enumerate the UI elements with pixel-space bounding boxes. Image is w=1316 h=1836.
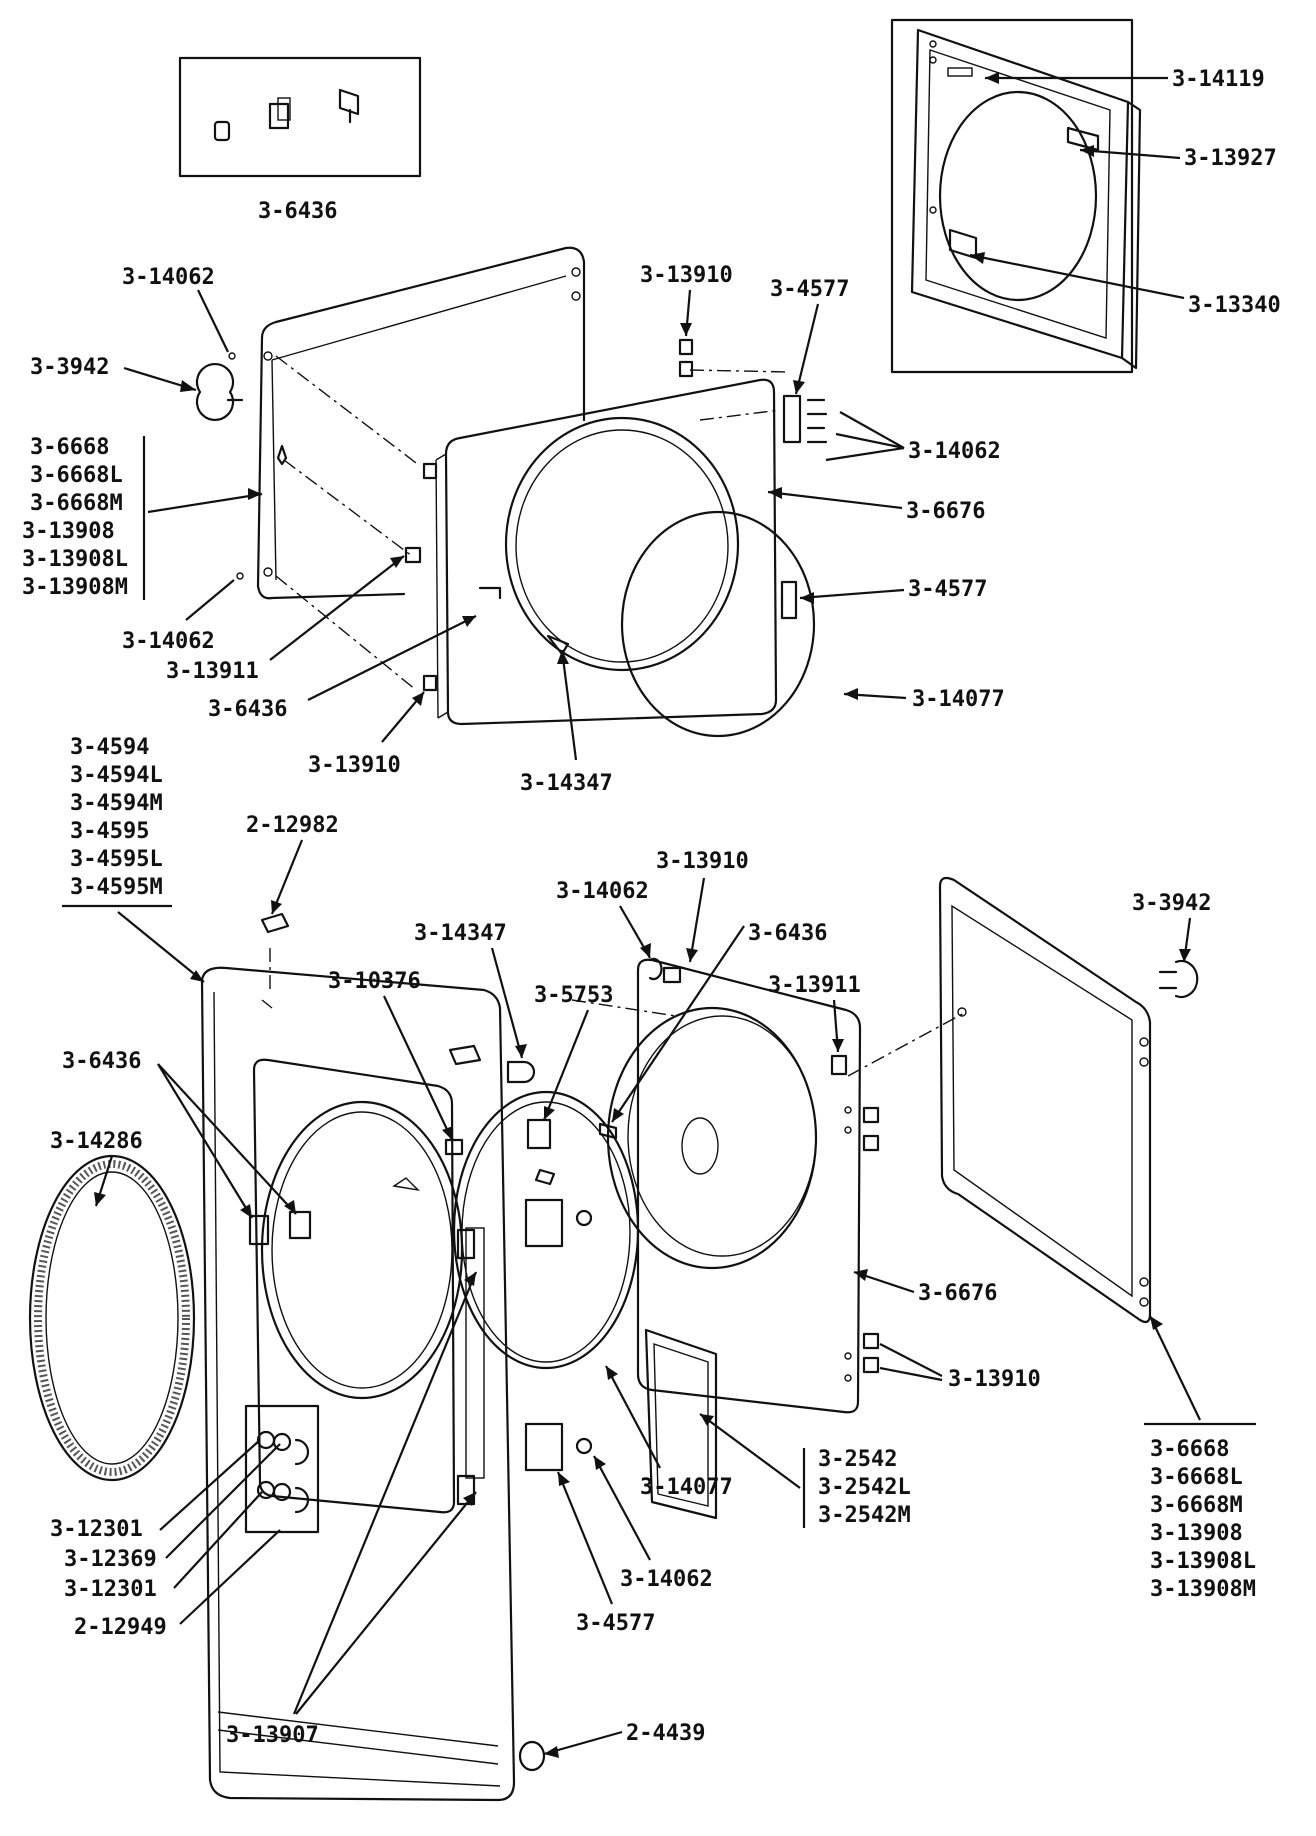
lower-access-cover xyxy=(644,1328,718,1520)
upper-hardware xyxy=(195,338,828,692)
label-lower-14062-bottom: 3-14062 xyxy=(620,1567,713,1592)
label-upper-3942: 3-3942 xyxy=(30,355,109,380)
label-upper-13910-top: 3-13910 xyxy=(640,263,733,288)
upper-door-panel xyxy=(435,378,778,726)
label-lower-panel-group-5: 3-13908M xyxy=(1150,1577,1256,1602)
label-lower-13910-top: 3-13910 xyxy=(656,849,749,874)
label-lower-group-4: 3-4595L xyxy=(70,847,163,872)
label-upper-6676: 3-6676 xyxy=(906,499,985,524)
label-lower-panel-group-1: 3-6668L xyxy=(1150,1465,1243,1490)
label-upper-group-3: 3-13908 xyxy=(22,519,115,544)
label-lower-2542-1: 3-2542L xyxy=(818,1475,911,1500)
label-upper-14062-a: 3-14062 xyxy=(122,265,215,290)
label-lower-14286: 3-14286 xyxy=(50,1129,143,1154)
label-lower-6676: 3-6676 xyxy=(918,1281,997,1306)
label-upper-14077: 3-14077 xyxy=(912,687,1005,712)
label-lower-group-5: 3-4595M xyxy=(70,875,163,900)
lower-panel-part-group: 3-6668 3-6668L 3-6668M 3-13908 3-13908L … xyxy=(1144,1422,1256,1602)
label-lower-3942: 3-3942 xyxy=(1132,891,1211,916)
label-lower-12301-a: 3-12301 xyxy=(50,1517,143,1542)
label-lower-12301-b: 3-12301 xyxy=(64,1577,157,1602)
label-lower-6436-mid: 3-6436 xyxy=(748,921,827,946)
label-lower-12982: 2-12982 xyxy=(246,813,339,838)
label-lower-14062-top: 3-14062 xyxy=(556,879,649,904)
clip-part-icon xyxy=(213,88,360,142)
label-upper-14062-b: 3-14062 xyxy=(122,629,215,654)
label-lower-2542-0: 3-2542 xyxy=(818,1447,897,1472)
rear-panel-inset xyxy=(890,18,1142,374)
label-upper-4577-top: 3-4577 xyxy=(770,277,849,302)
label-lower-10376: 3-10376 xyxy=(328,969,421,994)
lower-inner-ring xyxy=(452,1090,640,1370)
label-inset-14119: 3-14119 xyxy=(1172,67,1265,92)
upper-rear-panel xyxy=(256,246,586,600)
label-upper-group-4: 3-13908L xyxy=(22,547,128,572)
label-lower-12949: 2-12949 xyxy=(74,1615,167,1640)
label-upper-group-1: 3-6668L xyxy=(30,463,123,488)
label-upper-14347: 3-14347 xyxy=(520,771,613,796)
label-lower-6436-left: 3-6436 xyxy=(62,1049,141,1074)
label-upper-6436: 3-6436 xyxy=(208,697,287,722)
clip-kit-inset xyxy=(178,56,422,178)
lower-door-gasket xyxy=(28,1154,196,1482)
lower-front-part-group: 3-4594 3-4594L 3-4594M 3-4595 3-4595L 3-… xyxy=(62,735,172,908)
lower-door-panel xyxy=(606,958,862,1414)
label-lower-group-2: 3-4594M xyxy=(70,791,163,816)
label-upper-group-0: 3-6668 xyxy=(30,435,109,460)
label-lower-4439: 2-4439 xyxy=(626,1721,705,1746)
lower-rear-panel xyxy=(938,876,1152,1324)
label-lower-13910-right: 3-13910 xyxy=(948,1367,1041,1392)
label-upper-13910-bottom: 3-13910 xyxy=(308,753,401,778)
label-upper-14062-right: 3-14062 xyxy=(908,439,1001,464)
label-upper-13911: 3-13911 xyxy=(166,659,259,684)
lower-hardware xyxy=(260,912,1199,1772)
label-inset-13927: 3-13927 xyxy=(1184,146,1277,171)
label-lower-group-3: 3-4595 xyxy=(70,819,149,844)
label-lower-group-0: 3-4594 xyxy=(70,735,149,760)
label-lower-panel-group-3: 3-13908 xyxy=(1150,1521,1243,1546)
label-upper-group-5: 3-13908M xyxy=(22,575,128,600)
label-lower-2542-2: 3-2542M xyxy=(818,1503,911,1528)
label-lower-5753: 3-5753 xyxy=(534,983,613,1008)
lower-front-panel xyxy=(200,966,516,1802)
upper-dashed-lines xyxy=(275,355,791,691)
label-lower-14077: 3-14077 xyxy=(640,1475,733,1500)
label-lower-4577: 3-4577 xyxy=(576,1611,655,1636)
lower-2542-part-group: 3-2542 3-2542L 3-2542M xyxy=(802,1447,911,1528)
label-lower-panel-group-4: 3-13908L xyxy=(1150,1549,1256,1574)
label-lower-13907: 3-13907 xyxy=(226,1723,319,1748)
label-lower-13911: 3-13911 xyxy=(768,973,861,998)
label-inset-13340: 3-13340 xyxy=(1188,293,1281,318)
label-lower-12369: 3-12369 xyxy=(64,1547,157,1572)
lower-dashed-lines xyxy=(269,948,967,1077)
label-lower-14347: 3-14347 xyxy=(414,921,507,946)
upper-panel-part-group: 3-6668 3-6668L 3-6668M 3-13908 3-13908L … xyxy=(22,435,146,600)
upper-door-gasket xyxy=(620,510,816,738)
label-lower-panel-group-0: 3-6668 xyxy=(1150,1437,1229,1462)
label-inset-clips: 3-6436 xyxy=(258,199,337,224)
label-lower-panel-group-2: 3-6668M xyxy=(1150,1493,1243,1518)
label-lower-group-1: 3-4594L xyxy=(70,763,163,788)
label-upper-4577-right: 3-4577 xyxy=(908,577,987,602)
label-upper-group-2: 3-6668M xyxy=(30,491,123,516)
